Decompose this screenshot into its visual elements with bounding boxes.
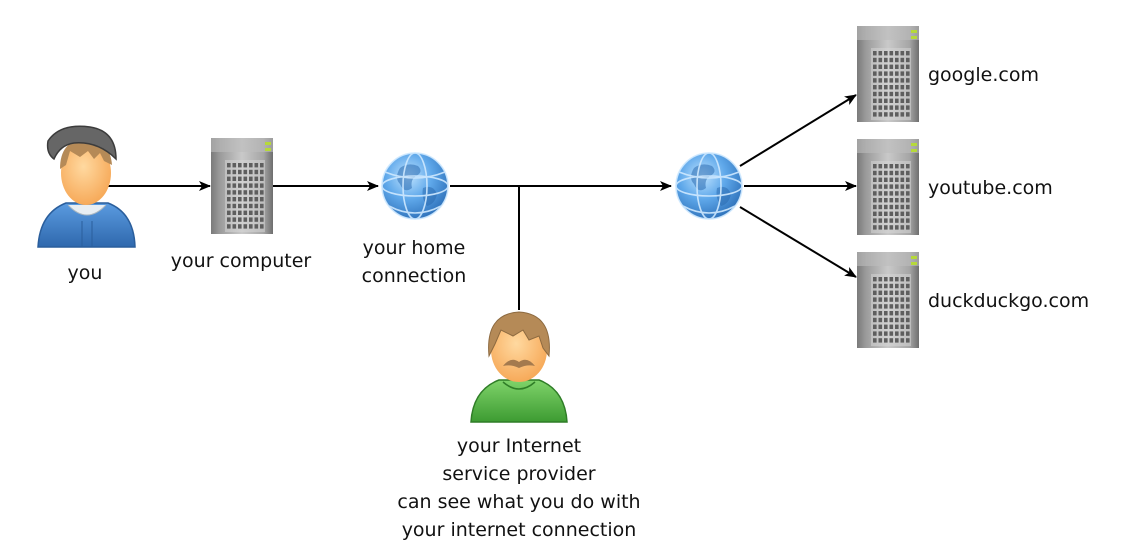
youtube-label: youtube.com — [928, 177, 1053, 199]
isp-label-line: can see what you do with — [397, 491, 641, 513]
edges — [108, 94, 857, 310]
isp-label: your Internet service provider can see w… — [397, 432, 640, 544]
google-server-icon — [857, 26, 919, 122]
internet-globe-icon — [675, 152, 743, 220]
home-connection-label-line: your home — [362, 237, 466, 259]
youtube-server-icon — [857, 139, 919, 235]
computer-server-icon — [211, 138, 273, 234]
isp-label-line: service provider — [442, 463, 596, 485]
home-connection-label-line: connection — [361, 265, 467, 287]
home-connection-globe-icon — [381, 152, 449, 220]
isp-label-line: your internet connection — [401, 519, 637, 541]
google-label: google.com — [928, 64, 1039, 86]
user-with-mustache-icon — [470, 311, 568, 423]
computer-label: your computer — [170, 250, 312, 272]
home-connection-label: your home connection — [362, 234, 467, 290]
isp-label-line: your Internet — [456, 435, 582, 457]
edge-internet-to-google — [739, 94, 857, 167]
duckduckgo-label: duckduckgo.com — [928, 290, 1090, 312]
you-label: you — [67, 262, 103, 284]
edge-internet-to-duckduckgo — [739, 206, 857, 278]
user-with-cap-icon — [37, 125, 136, 248]
duckduckgo-server-icon — [857, 252, 919, 348]
